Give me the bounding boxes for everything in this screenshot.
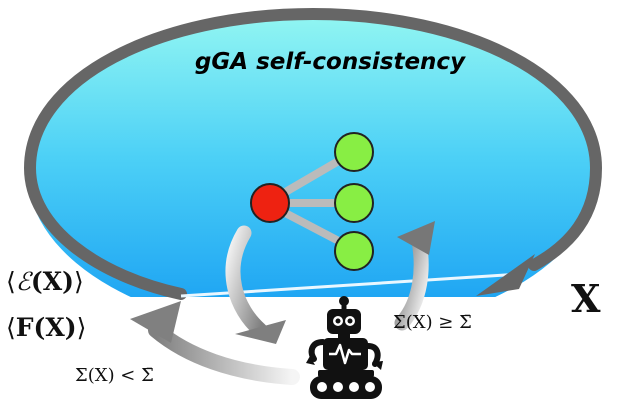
feedback-arrows: [130, 221, 435, 385]
x-label: X: [571, 276, 601, 321]
neural-network-icon: [250, 132, 374, 271]
robot-antenna-ball: [339, 296, 349, 306]
condition-right: Σ(X) ≥ Σ̄: [393, 312, 472, 333]
robot-icon: [306, 296, 383, 399]
robot-claw-left: [306, 356, 315, 365]
robot-wheel-2: [333, 382, 343, 392]
robot-arm-left: [308, 339, 326, 362]
robot-wheel-3: [349, 382, 359, 392]
condition-bottom: Σ(X) < Σ̄: [75, 365, 154, 386]
robot-claw-right: [372, 361, 383, 370]
network-node-green-top: [334, 132, 374, 172]
arrow-to-network-head: [397, 221, 435, 255]
robot-wheel-1: [317, 382, 327, 392]
robot-wheel-4: [365, 382, 375, 392]
robot-head: [327, 309, 361, 334]
robot-arm-right: [365, 343, 381, 367]
arrow-to-robot-head: [235, 320, 286, 344]
arrow-to-robot: [225, 225, 268, 338]
force-label: ⟨F(X)⟩: [6, 313, 86, 342]
robot-antenna: [341, 304, 347, 311]
self-consistency-loop: [23, 7, 603, 300]
blue-ellipse-fill: [28, 14, 598, 297]
robot-neck: [338, 334, 350, 338]
network-node-green-bottom: [334, 231, 374, 271]
robot-base-top: [318, 370, 374, 377]
robot-body: [323, 338, 368, 370]
arrow-to-left-head: [130, 301, 181, 343]
robot-track: [310, 376, 382, 399]
energy-label: ⟨ℰ(X)⟩: [6, 267, 84, 296]
ellipse-border: [23, 7, 603, 300]
robot-heartbeat: [329, 343, 361, 365]
loop-arrowhead: [476, 254, 535, 296]
title: gGA self-consistency: [195, 49, 466, 75]
network-node-green-middle: [334, 183, 374, 223]
network-node-red: [250, 183, 290, 223]
